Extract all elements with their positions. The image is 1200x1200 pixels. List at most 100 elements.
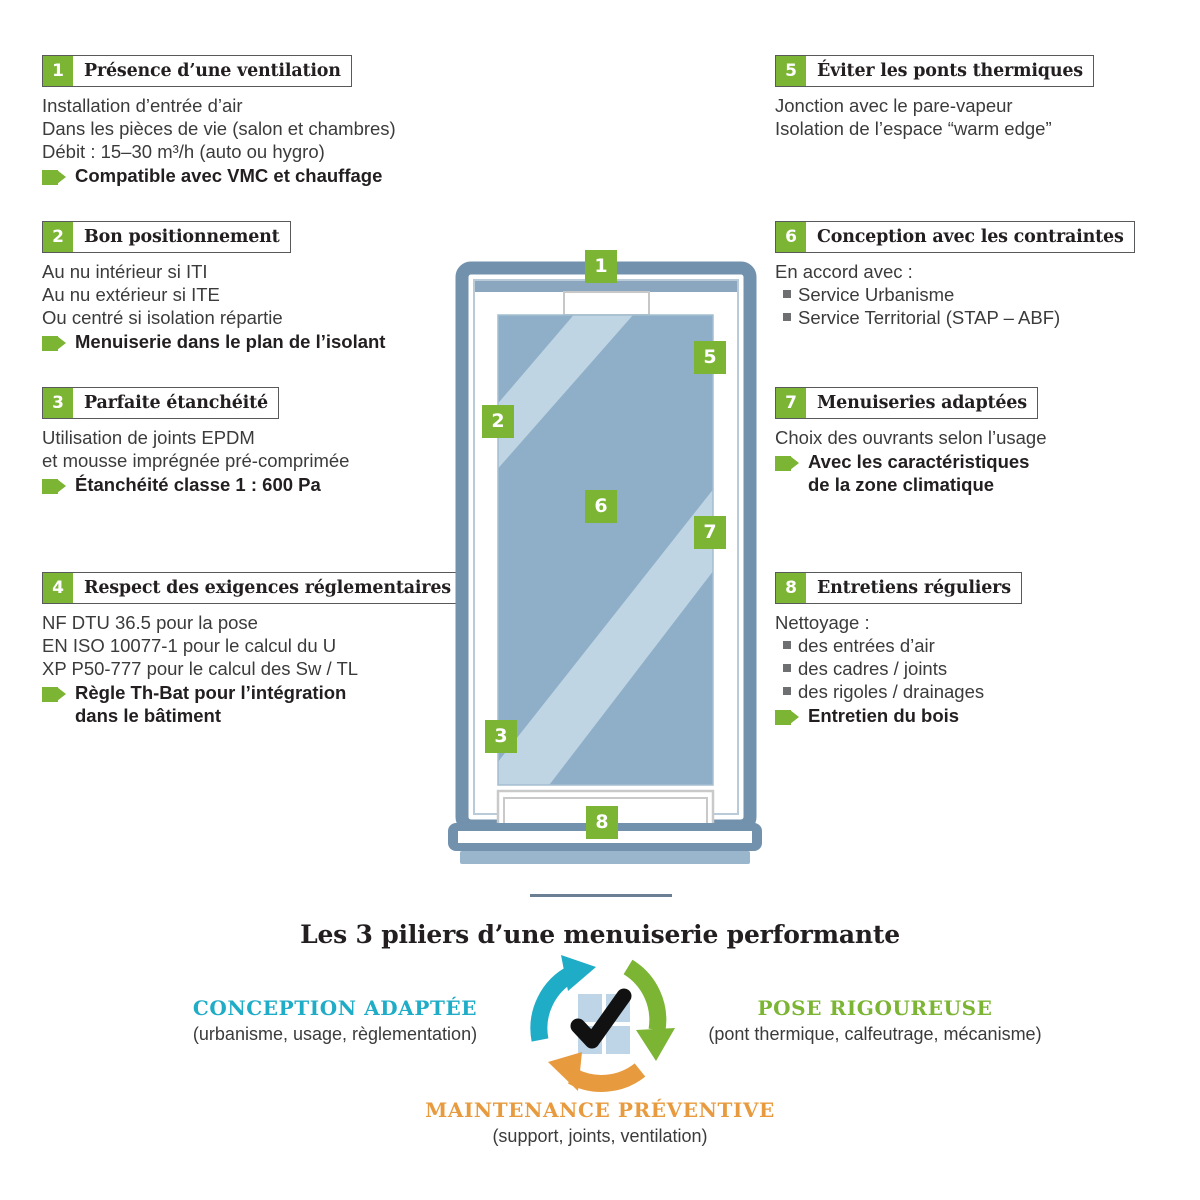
- block-header-4: 4 Respect des exigences réglementaires: [42, 572, 462, 604]
- pillar-description: (urbanisme, usage, règlementation): [192, 1024, 478, 1044]
- block-highlight-7: Avec les caractéristiques de la zone cli…: [775, 450, 1047, 496]
- block-number-7: 7: [776, 388, 806, 418]
- flag-text: Menuiserie dans le plan de l’isolant: [75, 331, 386, 352]
- block-number-5: 5: [776, 56, 806, 86]
- diagram-badge-2: 2: [482, 405, 514, 438]
- block-line: Jonction avec le pare-vapeur: [775, 95, 1013, 116]
- flag-arrow-icon: [775, 456, 799, 471]
- block-title-3: Parfaite étanchéité: [84, 393, 268, 413]
- block-line: Ou centré si isolation répartie: [42, 307, 283, 328]
- block-highlight-4: Règle Th-Bat pour l’intégration dans le …: [42, 681, 462, 727]
- info-block-7: 7 Menuiseries adaptées Choix des ouvrant…: [775, 387, 1047, 496]
- flag-text-group: Règle Th-Bat pour l’intégration dans le …: [75, 681, 346, 727]
- arrow-cyan: [530, 955, 596, 1042]
- block-header-2: 2 Bon positionnement: [42, 221, 291, 253]
- square-bullet-icon: [783, 687, 791, 695]
- block-body-4: NF DTU 36.5 pour la pose EN ISO 10077-1 …: [42, 611, 462, 727]
- flag-text: dans le bâtiment: [75, 705, 221, 726]
- block-line: et mousse imprégnée pré-comprimée: [42, 450, 350, 471]
- pillar-maintenance: MAINTENANCE PRÉVENTIVE (support, joints,…: [400, 1098, 800, 1147]
- list-item: des cadres / joints: [783, 657, 1022, 680]
- block-body-3: Utilisation de joints EPDM et mousse imp…: [42, 426, 349, 496]
- block-title-1: Présence d’une ventilation: [84, 61, 341, 81]
- block-line: Au nu extérieur si ITE: [42, 284, 220, 305]
- diagram-badge-6: 6: [585, 490, 617, 523]
- block-line: Dans les pièces de vie (salon et chambre…: [42, 118, 396, 139]
- block-line: Utilisation de joints EPDM: [42, 427, 255, 448]
- flag-arrow-icon: [42, 479, 66, 494]
- list-item-label: Service Urbanisme: [798, 284, 955, 305]
- info-block-8: 8 Entretiens réguliers Nettoyage : des e…: [775, 572, 1022, 727]
- pillar-pose: POSE RIGOUREUSE (pont thermique, calfeut…: [690, 996, 1060, 1045]
- pillar-name: MAINTENANCE PRÉVENTIVE: [425, 1098, 775, 1122]
- window-sill-shadow: [460, 851, 750, 864]
- list-item-label: des entrées d’air: [798, 635, 935, 656]
- block-highlight-8: Entretien du bois: [775, 704, 1022, 727]
- block-line: XP P50-777 pour le calcul des Sw / TL: [42, 658, 359, 679]
- pillar-description: (support, joints, ventilation): [492, 1126, 708, 1146]
- square-bullet-icon: [783, 641, 791, 649]
- list-item: des entrées d’air: [783, 634, 1022, 657]
- block-line: Débit : 15–30 m³/h (auto ou hygro): [42, 141, 325, 162]
- pillar-name: CONCEPTION ADAPTÉE: [192, 996, 478, 1020]
- info-block-6: 6 Conception avec les contraintes En acc…: [775, 221, 1135, 329]
- block-line: Isolation de l’espace “warm edge”: [775, 118, 1052, 139]
- square-bullet-icon: [783, 313, 791, 321]
- window-top-rail: [474, 280, 738, 292]
- block-header-6: 6 Conception avec les contraintes: [775, 221, 1135, 253]
- arrow-orange: [548, 1052, 646, 1092]
- flag-text: Compatible avec VMC et chauffage: [75, 165, 383, 186]
- checkmark-icon: [570, 988, 632, 1049]
- glazing-border: [497, 314, 714, 786]
- diagram-badge-5: 5: [694, 341, 726, 374]
- block-title-6: Conception avec les contraintes: [817, 227, 1124, 247]
- block-body-2: Au nu intérieur si ITI Au nu extérieur s…: [42, 260, 385, 353]
- pillar-description: (pont thermique, calfeutrage, mécanisme): [708, 1024, 1042, 1044]
- flag-arrow-icon: [42, 170, 66, 185]
- block-number-6: 6: [776, 222, 806, 252]
- block-line: EN ISO 10077-1 pour le calcul du U: [42, 635, 337, 656]
- list-item-label: des cadres / joints: [798, 658, 948, 679]
- block-title-2: Bon positionnement: [84, 227, 280, 247]
- block-header-8: 8 Entretiens réguliers: [775, 572, 1022, 604]
- diagram-badge-7: 7: [694, 516, 726, 549]
- block-highlight-3: Étanchéité classe 1 : 600 Pa: [42, 473, 349, 496]
- block-body-8: Nettoyage : des entrées d’air des cadres…: [775, 611, 1022, 727]
- info-block-4: 4 Respect des exigences réglementaires N…: [42, 572, 462, 727]
- diagram-badge-1: 1: [585, 250, 617, 283]
- info-block-1: 1 Présence d’une ventilation Installatio…: [42, 55, 396, 187]
- block-line: Au nu intérieur si ITI: [42, 261, 208, 282]
- flag-text: de la zone climatique: [808, 474, 995, 495]
- block-number-4: 4: [43, 573, 73, 603]
- air-inlet-vent: [563, 291, 650, 316]
- cycle-icon-svg: [530, 955, 675, 1092]
- square-bullet-icon: [783, 290, 791, 298]
- block-title-7: Menuiseries adaptées: [817, 393, 1027, 413]
- block-header-7: 7 Menuiseries adaptées: [775, 387, 1038, 419]
- block-header-1: 1 Présence d’une ventilation: [42, 55, 352, 87]
- flag-text: Avec les caractéristiques: [808, 451, 1030, 472]
- block-header-3: 3 Parfaite étanchéité: [42, 387, 279, 419]
- block-title-8: Entretiens réguliers: [817, 578, 1011, 598]
- block-highlight-2: Menuiserie dans le plan de l’isolant: [42, 330, 385, 353]
- block-number-8: 8: [776, 573, 806, 603]
- block-body-5: Jonction avec le pare-vapeur Isolation d…: [775, 94, 1094, 140]
- flag-arrow-icon: [775, 710, 799, 725]
- section-divider: [530, 894, 672, 897]
- arrow-green: [623, 959, 675, 1061]
- flag-arrow-icon: [42, 687, 66, 702]
- block-line: NF DTU 36.5 pour la pose: [42, 612, 258, 633]
- block-body-7: Choix des ouvrants selon l’usage Avec le…: [775, 426, 1047, 496]
- block-line: Nettoyage :: [775, 612, 870, 633]
- info-block-5: 5 Éviter les ponts thermiques Jonction a…: [775, 55, 1094, 140]
- block-highlight-1: Compatible avec VMC et chauffage: [42, 164, 396, 187]
- flag-text: Entretien du bois: [808, 705, 960, 726]
- list-item: Service Territorial (STAP – ABF): [783, 306, 1135, 329]
- block-header-5: 5 Éviter les ponts thermiques: [775, 55, 1094, 87]
- block-number-2: 2: [43, 222, 73, 252]
- pillar-name: POSE RIGOUREUSE: [757, 996, 993, 1020]
- list-item-label: des rigoles / drainages: [798, 681, 985, 702]
- info-block-2: 2 Bon positionnement Au nu intérieur si …: [42, 221, 385, 353]
- block-title-5: Éviter les ponts thermiques: [817, 61, 1083, 81]
